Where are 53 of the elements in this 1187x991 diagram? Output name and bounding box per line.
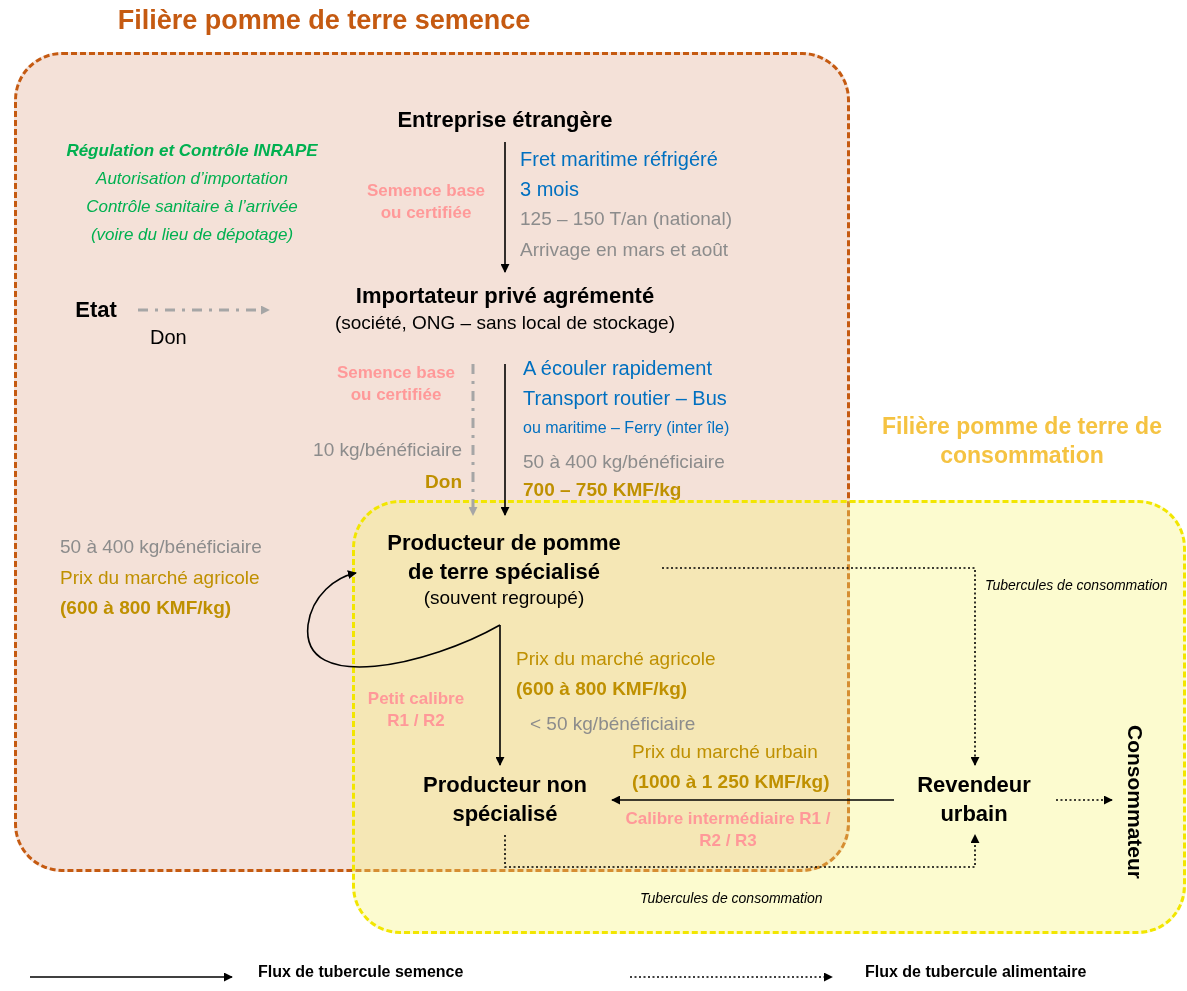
- arrow: [307, 570, 501, 668]
- arrow: [611, 795, 895, 805]
- annotation-text: 3 mois: [520, 177, 579, 202]
- annotation-text: Prix du marché urbain: [632, 740, 818, 764]
- region-heading: Filière pomme de terre semence: [116, 4, 532, 37]
- node-subtitle: (société, ONG – sans local de stockage): [334, 310, 675, 335]
- annotation-text: Don: [424, 470, 462, 494]
- legend-label: Flux de tubercule semence: [258, 963, 464, 981]
- edge-label: Tubercules de consommation: [985, 577, 1168, 593]
- arrow: [661, 567, 980, 766]
- annotation-text: Transport routier – Bus: [523, 386, 727, 411]
- annotation-text: Semence base ou certifiée: [335, 362, 457, 407]
- arrow: [495, 624, 505, 766]
- edge-label: Don: [150, 326, 187, 349]
- annotation-text: ou maritime – Ferry (inter île): [523, 418, 730, 438]
- annotation-text: 125 – 150 T/an (national): [520, 207, 732, 231]
- node-title: Revendeur urbain: [916, 771, 1032, 828]
- annotation-text: (1000 à 1 250 KMF/kg): [632, 770, 830, 794]
- node-title: Entreprise étrangère: [397, 105, 613, 134]
- annotation-text: Calibre intermédiaire R1 / R2 / R3: [624, 808, 832, 853]
- arrow: [1055, 795, 1113, 805]
- annotation-text: Fret maritime réfrigéré: [520, 147, 718, 172]
- arrow: [500, 141, 510, 273]
- annotation-text: 10 kg/bénéficiaire: [312, 438, 462, 462]
- annotation-text: 700 – 750 KMF/kg: [523, 478, 682, 502]
- annotation-text: < 50 kg/bénéficiaire: [530, 712, 696, 736]
- annotation-text: (600 à 800 KMF/kg): [516, 677, 688, 701]
- arrow: [500, 363, 510, 516]
- edge-label: Tubercules de consommation: [640, 890, 823, 906]
- node-label: Consommateur: [1123, 725, 1147, 880]
- node-title: Etat: [75, 295, 117, 324]
- arrow: [504, 834, 980, 868]
- annotation-text: Prix du marché agricole: [60, 566, 260, 590]
- node-title: Producteur de pomme de terre spécialisé: [386, 529, 622, 586]
- legend-label: Flux de tubercule alimentaire: [865, 963, 1087, 981]
- annotation-text: (600 à 800 KMF/kg): [60, 596, 232, 620]
- annotation-text: Régulation et Contrôle INRAPE: [65, 140, 319, 162]
- annotation-text: (voire du lieu de dépotage): [89, 224, 295, 246]
- region-heading: Filière pomme de terre de consommation: [881, 412, 1163, 470]
- node-title: Producteur non spécialisé: [422, 771, 588, 828]
- annotation-text: Autorisation d’importation: [94, 168, 289, 190]
- node-subtitle: (souvent regroupé): [423, 586, 585, 611]
- annotation-text: Contrôle sanitaire à l’arrivée: [85, 196, 299, 218]
- annotation-text: Arrivage en mars et août: [520, 238, 729, 262]
- node-title: Importateur privé agrémenté: [355, 282, 655, 311]
- annotation-text: Prix du marché agricole: [516, 647, 716, 671]
- annotation-text: Semence base ou certifiée: [365, 180, 487, 225]
- arrow: [138, 305, 270, 315]
- annotation-text: 50 à 400 kg/bénéficiaire: [60, 535, 262, 559]
- annotation-text: Petit calibre R1 / R2: [366, 688, 466, 733]
- annotation-text: 50 à 400 kg/bénéficiaire: [523, 450, 725, 474]
- annotation-text: A écouler rapidement: [523, 356, 712, 381]
- arrow: [468, 364, 478, 516]
